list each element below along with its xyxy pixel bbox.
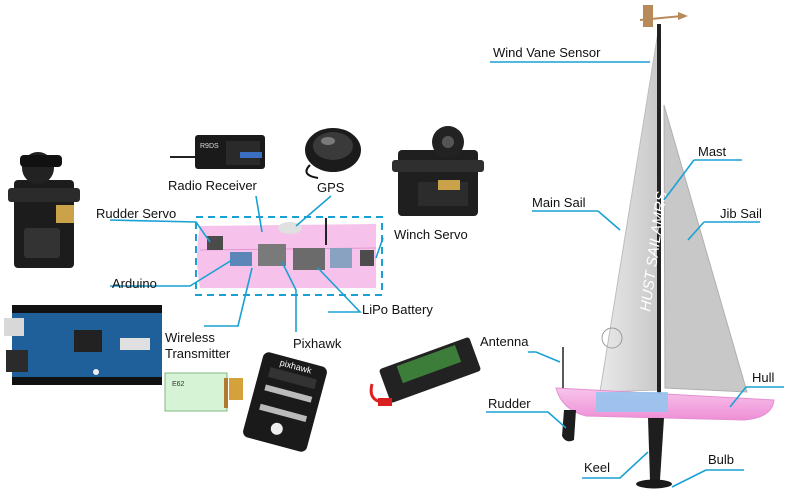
rudder-servo-photo [8, 152, 80, 268]
hull-section-cutaway [197, 218, 377, 288]
label-jib-sail: Jib Sail [720, 206, 762, 221]
label-rudder: Rudder [488, 396, 531, 411]
sailboat-illustration: HUST SAILAMRS [555, 5, 775, 489]
callout-bulb [671, 469, 744, 488]
label-mast: Mast [698, 144, 727, 159]
label-wireless-transmitter-line2: Transmitter [165, 346, 231, 361]
label-main-sail: Main Sail [532, 195, 586, 210]
callout-lipo-battery [317, 267, 362, 313]
callout-main-sail [532, 210, 621, 231]
label-wind-vane-sensor: Wind Vane Sensor [493, 45, 601, 60]
callout-jib-sail [687, 221, 760, 241]
label-arduino: Arduino [112, 276, 157, 291]
radio-receiver-photo: R9DS [170, 135, 265, 169]
callout-radio-receiver [255, 195, 263, 233]
label-keel: Keel [584, 460, 611, 475]
label-lipo-battery: LiPo Battery [362, 302, 433, 317]
label-gps: GPS [317, 180, 345, 195]
label-rudder-servo: Rudder Servo [96, 206, 177, 221]
callout-gps [295, 195, 332, 227]
callout-lines [109, 61, 784, 488]
callout-mast [663, 159, 742, 201]
label-winch-servo: Winch Servo [394, 227, 468, 242]
pixhawk-photo: pixhawk [243, 352, 327, 452]
label-pixhawk: Pixhawk [293, 336, 342, 351]
callout-antenna [528, 351, 561, 363]
callout-rudder-servo [109, 219, 211, 243]
callout-keel [582, 451, 649, 479]
callout-winch-servo [375, 237, 384, 259]
callout-pixhawk [281, 261, 297, 332]
winch-servo-photo [392, 126, 484, 216]
wireless-transmitter-photo: E62 [164, 372, 243, 412]
label-wireless-transmitter-line1: Wireless [165, 330, 215, 345]
lipo-battery-photo [369, 337, 481, 406]
callout-wireless-transmitter [204, 267, 253, 327]
gps-photo [305, 128, 361, 179]
arduino-board-photo [4, 305, 162, 385]
label-antenna: Antenna [480, 334, 529, 349]
receiver-model-text: R9DS [200, 143, 219, 150]
label-radio-receiver: Radio Receiver [168, 178, 257, 193]
label-bulb: Bulb [708, 452, 735, 467]
callout-rudder [486, 411, 567, 429]
callout-arduino [110, 259, 233, 287]
callout-hull [729, 386, 784, 408]
label-hull: Hull [752, 370, 775, 385]
transmitter-model-text: E62 [172, 381, 185, 388]
